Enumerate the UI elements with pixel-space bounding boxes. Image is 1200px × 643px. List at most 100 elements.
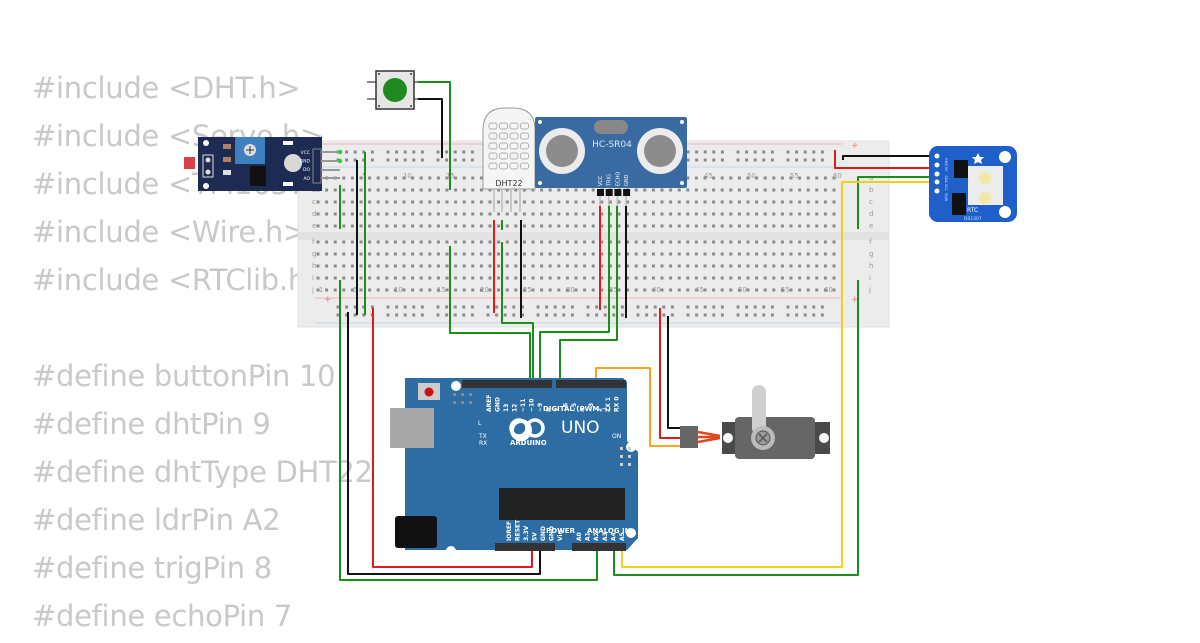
breadboard-hole[interactable] (806, 288, 810, 292)
breadboard-hole[interactable] (686, 288, 690, 292)
breadboard-hole[interactable] (479, 264, 483, 268)
breadboard-hole[interactable] (643, 276, 647, 280)
breadboard-hole[interactable] (454, 212, 458, 216)
breadboard-hole[interactable] (557, 252, 561, 256)
breadboard-hole[interactable] (522, 240, 526, 244)
rail-hole[interactable] (486, 313, 490, 317)
breadboard-hole[interactable] (565, 276, 569, 280)
breadboard-hole[interactable] (479, 212, 483, 216)
breadboard-hole[interactable] (359, 200, 363, 204)
breadboard-hole[interactable] (342, 240, 346, 244)
breadboard-hole[interactable] (643, 264, 647, 268)
breadboard-hole[interactable] (608, 212, 612, 216)
breadboard-hole[interactable] (574, 200, 578, 204)
breadboard-hole[interactable] (385, 276, 389, 280)
breadboard-hole[interactable] (350, 188, 354, 192)
breadboard-hole[interactable] (660, 212, 664, 216)
breadboard-hole[interactable] (729, 200, 733, 204)
breadboard-hole[interactable] (548, 224, 552, 228)
breadboard-hole[interactable] (419, 288, 423, 292)
breadboard-hole[interactable] (557, 276, 561, 280)
breadboard-hole[interactable] (772, 276, 776, 280)
breadboard-hole[interactable] (462, 264, 466, 268)
rail-hole[interactable] (436, 158, 440, 162)
breadboard-hole[interactable] (617, 212, 621, 216)
breadboard-hole[interactable] (557, 224, 561, 228)
rail-hole[interactable] (820, 305, 824, 309)
breadboard-hole[interactable] (531, 224, 535, 228)
breadboard-hole[interactable] (617, 200, 621, 204)
rail-hole[interactable] (412, 158, 416, 162)
breadboard-hole[interactable] (402, 188, 406, 192)
breadboard-hole[interactable] (497, 288, 501, 292)
breadboard-hole[interactable] (368, 176, 372, 180)
breadboard-hole[interactable] (677, 276, 681, 280)
breadboard-hole[interactable] (626, 276, 630, 280)
rail-hole[interactable] (370, 150, 374, 154)
rail-hole[interactable] (736, 150, 740, 154)
breadboard-hole[interactable] (832, 212, 836, 216)
rail-hole[interactable] (395, 150, 399, 154)
breadboard-hole[interactable] (385, 288, 389, 292)
breadboard-hole[interactable] (703, 224, 707, 228)
breadboard-hole[interactable] (832, 252, 836, 256)
breadboard-hole[interactable] (583, 200, 587, 204)
rail-hole[interactable] (586, 313, 590, 317)
breadboard-hole[interactable] (755, 252, 759, 256)
rail-hole[interactable] (586, 305, 590, 309)
breadboard-hole[interactable] (651, 252, 655, 256)
breadboard-hole[interactable] (445, 200, 449, 204)
rail-hole[interactable] (753, 150, 757, 154)
breadboard-hole[interactable] (350, 224, 354, 228)
rail-hole[interactable] (645, 305, 649, 309)
digital-header-high[interactable] (462, 380, 552, 388)
breadboard-hole[interactable] (522, 252, 526, 256)
rail-hole[interactable] (812, 150, 816, 154)
breadboard-hole[interactable] (325, 188, 329, 192)
breadboard-hole[interactable] (333, 252, 337, 256)
breadboard-hole[interactable] (471, 264, 475, 268)
breadboard-hole[interactable] (342, 176, 346, 180)
rail-hole[interactable] (620, 305, 624, 309)
breadboard-hole[interactable] (798, 188, 802, 192)
breadboard-hole[interactable] (677, 188, 681, 192)
rail-hole[interactable] (762, 305, 766, 309)
rail-hole[interactable] (636, 313, 640, 317)
breadboard-hole[interactable] (540, 264, 544, 268)
breadboard-hole[interactable] (669, 288, 673, 292)
rail-hole[interactable] (512, 313, 516, 317)
breadboard-hole[interactable] (531, 264, 535, 268)
rail-hole[interactable] (420, 313, 424, 317)
breadboard-hole[interactable] (772, 176, 776, 180)
rail-hole[interactable] (562, 313, 566, 317)
breadboard-hole[interactable] (798, 276, 802, 280)
breadboard-hole[interactable] (686, 252, 690, 256)
breadboard-hole[interactable] (342, 276, 346, 280)
breadboard-hole[interactable] (651, 264, 655, 268)
wire-rtc-black[interactable] (842, 155, 937, 160)
breadboard-hole[interactable] (428, 288, 432, 292)
breadboard-hole[interactable] (832, 176, 836, 180)
breadboard-hole[interactable] (359, 224, 363, 228)
breadboard-hole[interactable] (342, 212, 346, 216)
breadboard-hole[interactable] (780, 264, 784, 268)
breadboard-hole[interactable] (393, 288, 397, 292)
breadboard-hole[interactable] (325, 276, 329, 280)
rail-hole[interactable] (403, 313, 407, 317)
breadboard-hole[interactable] (772, 224, 776, 228)
breadboard-hole[interactable] (514, 212, 518, 216)
breadboard-hole[interactable] (780, 212, 784, 216)
breadboard-hole[interactable] (583, 252, 587, 256)
breadboard-hole[interactable] (789, 188, 793, 192)
rail-hole[interactable] (570, 305, 574, 309)
rail-hole[interactable] (662, 305, 666, 309)
rail-hole[interactable] (462, 150, 466, 154)
breadboard-hole[interactable] (368, 188, 372, 192)
breadboard-hole[interactable] (720, 188, 724, 192)
rail-hole[interactable] (612, 305, 616, 309)
wire-servo-black[interactable] (667, 316, 680, 429)
rail-hole[interactable] (462, 305, 466, 309)
rail-hole[interactable] (412, 150, 416, 154)
breadboard-hole[interactable] (737, 200, 741, 204)
breadboard-hole[interactable] (712, 200, 716, 204)
